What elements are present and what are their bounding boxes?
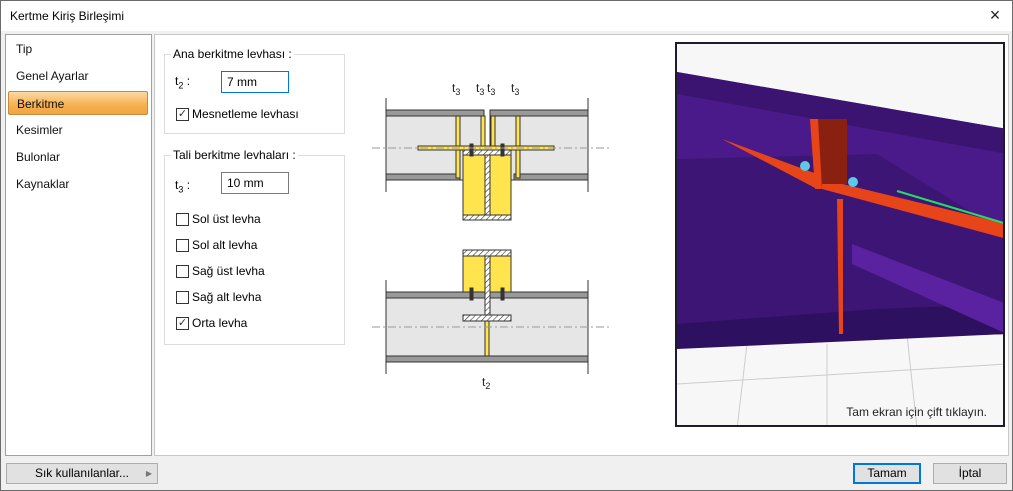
secondary-plates-group: Tali berkitme levhaları : t3 : 10 mm Sol… bbox=[164, 148, 345, 345]
checkbox-box bbox=[176, 212, 189, 226]
checkbox-box bbox=[176, 290, 189, 304]
close-icon[interactable]: × bbox=[989, 5, 1001, 25]
nav-item-bulonlar[interactable]: Bulonlar bbox=[16, 150, 61, 164]
sol-alt-label: Sol alt levha bbox=[192, 238, 258, 252]
fullscreen-hint: Tam ekran için çift tıklayın. bbox=[846, 405, 987, 419]
t3-sub: 3 bbox=[178, 184, 184, 195]
ok-button[interactable]: Tamam bbox=[853, 463, 921, 484]
checkbox-box bbox=[176, 264, 189, 278]
3d-viewer[interactable]: Tam ekran için çift tıklayın. bbox=[675, 42, 1005, 427]
nav-item-genel-ayarlar[interactable]: Genel Ayarlar bbox=[16, 69, 89, 83]
t2-input[interactable]: 7 mm bbox=[221, 71, 289, 93]
t3-colon: : bbox=[186, 178, 191, 192]
t3-label: t3 : bbox=[175, 178, 190, 194]
sidebar-nav: Tip Genel Ayarlar Berkitme Kesimler Bulo… bbox=[5, 34, 152, 456]
nav-item-berkitme[interactable]: Berkitme bbox=[8, 91, 148, 115]
check-icon: ✓ bbox=[176, 107, 189, 121]
main-panel: Ana berkitme levhası : t2 : 7 mm ✓Mesnet… bbox=[154, 34, 1009, 456]
sag-ust-label: Sağ üst levha bbox=[192, 264, 265, 278]
t3-dim-4: t3 bbox=[511, 81, 519, 97]
t2-sub: 2 bbox=[178, 80, 184, 91]
t3-dim-3: t3 bbox=[487, 81, 495, 97]
t3-dim-1: t3 bbox=[452, 81, 460, 97]
t2-colon: : bbox=[186, 74, 191, 88]
sol-ust-checkbox[interactable]: Sol üst levha bbox=[176, 212, 261, 226]
support-plate-label: Mesnetleme levhası bbox=[192, 107, 299, 121]
main-plate-title: Ana berkitme levhası : bbox=[171, 47, 294, 61]
support-plate-checkbox[interactable]: ✓Mesnetleme levhası bbox=[176, 107, 299, 121]
main-plate-group: Ana berkitme levhası : t2 : 7 mm ✓Mesnet… bbox=[164, 47, 345, 134]
t3-dim-2: t3 bbox=[476, 81, 484, 97]
favorites-label: Sık kullanılanlar... bbox=[34, 466, 130, 480]
favorites-button[interactable]: Sık kullanılanlar... ▶ bbox=[6, 463, 158, 484]
sag-alt-checkbox[interactable]: Sağ alt levha bbox=[176, 290, 261, 304]
cancel-button[interactable]: İptal bbox=[933, 463, 1007, 484]
t2-dim: t2 bbox=[482, 375, 490, 391]
nav-item-kesimler[interactable]: Kesimler bbox=[16, 123, 63, 137]
nav-item-kaynaklar[interactable]: Kaynaklar bbox=[16, 177, 70, 191]
nav-item-tip[interactable]: Tip bbox=[16, 42, 33, 56]
t2-label: t2 : bbox=[175, 74, 190, 90]
orta-label: Orta levha bbox=[192, 316, 248, 330]
orta-checkbox[interactable]: ✓Orta levha bbox=[176, 316, 247, 330]
sag-alt-label: Sağ alt levha bbox=[192, 290, 262, 304]
t2-letter: t bbox=[175, 74, 179, 88]
3d-model bbox=[677, 72, 1003, 425]
secondary-plates-title: Tali berkitme levhaları : bbox=[171, 148, 298, 162]
check-icon: ✓ bbox=[176, 316, 189, 330]
sol-ust-label: Sol üst levha bbox=[192, 212, 261, 226]
checkbox-box bbox=[176, 238, 189, 252]
sol-alt-checkbox[interactable]: Sol alt levha bbox=[176, 238, 257, 252]
stiffener-diagram: t3 t3 t3 t3 t2 bbox=[372, 81, 612, 391]
title-bar: Kertme Kiriş Birleşimi × bbox=[1, 1, 1012, 31]
window-title: Kertme Kiriş Birleşimi bbox=[10, 9, 125, 23]
chevron-right-icon: ▶ bbox=[145, 469, 152, 478]
t3-letter: t bbox=[175, 178, 179, 192]
t3-input[interactable]: 10 mm bbox=[221, 172, 289, 194]
sag-ust-checkbox[interactable]: Sağ üst levha bbox=[176, 264, 265, 278]
